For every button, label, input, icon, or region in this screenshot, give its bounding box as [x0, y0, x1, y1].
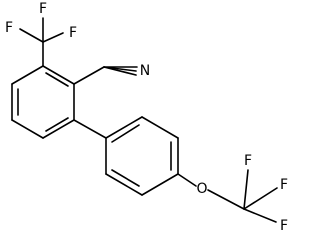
bond-ring-o — [177, 173, 197, 187]
ring2-bond-3 — [141, 173, 179, 196]
ring1-double-2 — [45, 117, 69, 132]
bond-c-f-right — [243, 187, 278, 210]
phenyl-ring — [105, 116, 179, 196]
chemical-structure: F F F N O F F F — [5, 1, 288, 234]
ring1-double-1 — [45, 72, 69, 87]
atom-f-top-mid: F — [39, 1, 47, 17]
benzonitrile-ring — [11, 65, 75, 139]
atom-f-ocf3-bottom: F — [280, 218, 288, 234]
ring2-bond-2 — [105, 173, 143, 196]
atom-f-top-right: F — [69, 25, 77, 41]
ring2-bond-5 — [141, 116, 179, 139]
bond-ring-cn — [73, 66, 105, 85]
ring1-bond-6 — [11, 65, 44, 85]
atom-ether-o: O — [196, 181, 207, 197]
ring1-bond-3 — [42, 119, 75, 139]
atom-f-ocf3-right: F — [280, 177, 288, 193]
trifluoromethoxy-group — [177, 169, 278, 223]
trifluoromethyl-group-top — [19, 17, 64, 67]
ring2-double-3 — [111, 124, 140, 143]
bond-c-f-left — [19, 28, 44, 43]
nitrile-group — [73, 66, 138, 85]
ring2-bond-6 — [105, 116, 143, 139]
biaryl-bond — [73, 119, 107, 139]
ring1-bond-4 — [11, 119, 44, 139]
bond-c-f-upper — [243, 169, 249, 210]
bond-c-f-right — [42, 32, 64, 43]
ring1-bond-1 — [42, 65, 75, 85]
ring2-double-1 — [111, 169, 140, 187]
atom-f-top-left: F — [5, 20, 13, 36]
bond-o-c — [207, 189, 245, 210]
bond-c-f-lower — [243, 208, 277, 223]
atom-nitrile-n: N — [140, 63, 150, 79]
atom-f-ocf3-top: F — [244, 153, 252, 169]
